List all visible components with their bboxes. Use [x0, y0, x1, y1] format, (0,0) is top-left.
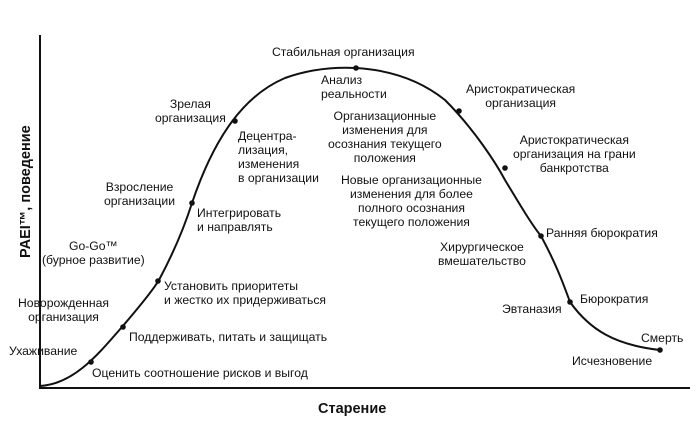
action-support: Поддерживать, питать и защищать: [129, 330, 328, 344]
marker-aristocracy: [456, 108, 462, 114]
stage-markers: [88, 65, 663, 365]
marker-death: [657, 347, 663, 353]
marker-aristocracy-bankrupt: [502, 165, 508, 171]
action-extinction: Исчезновение: [572, 354, 653, 368]
stage-courtship: Ухаживание: [9, 344, 78, 358]
marker-prime: [232, 118, 238, 124]
marker-courtship: [88, 359, 94, 365]
action-assess-risk: Оценить соотношение рисков и выгод: [92, 366, 308, 380]
marker-gogo: [155, 278, 161, 284]
stage-gogo: Go-Go™(бурное развитие): [42, 239, 145, 267]
stage-bureaucracy: Бюрократия: [580, 292, 649, 306]
stage-death: Смерть: [641, 331, 684, 345]
marker-bureaucracy: [567, 299, 573, 305]
marker-early-bureaucracy: [538, 233, 544, 239]
stage-early-bureaucracy: Ранняя бюрократия: [546, 226, 658, 240]
marker-infant: [120, 324, 126, 330]
stage-stable: Стабильная организация: [272, 45, 415, 59]
y-axis-label: PAEI™, поведение: [18, 125, 34, 258]
action-euthanasia: Эвтаназия: [502, 302, 562, 316]
marker-adolescence: [189, 200, 195, 206]
marker-stable: [353, 65, 359, 71]
x-axis-label: Старение: [318, 401, 387, 417]
